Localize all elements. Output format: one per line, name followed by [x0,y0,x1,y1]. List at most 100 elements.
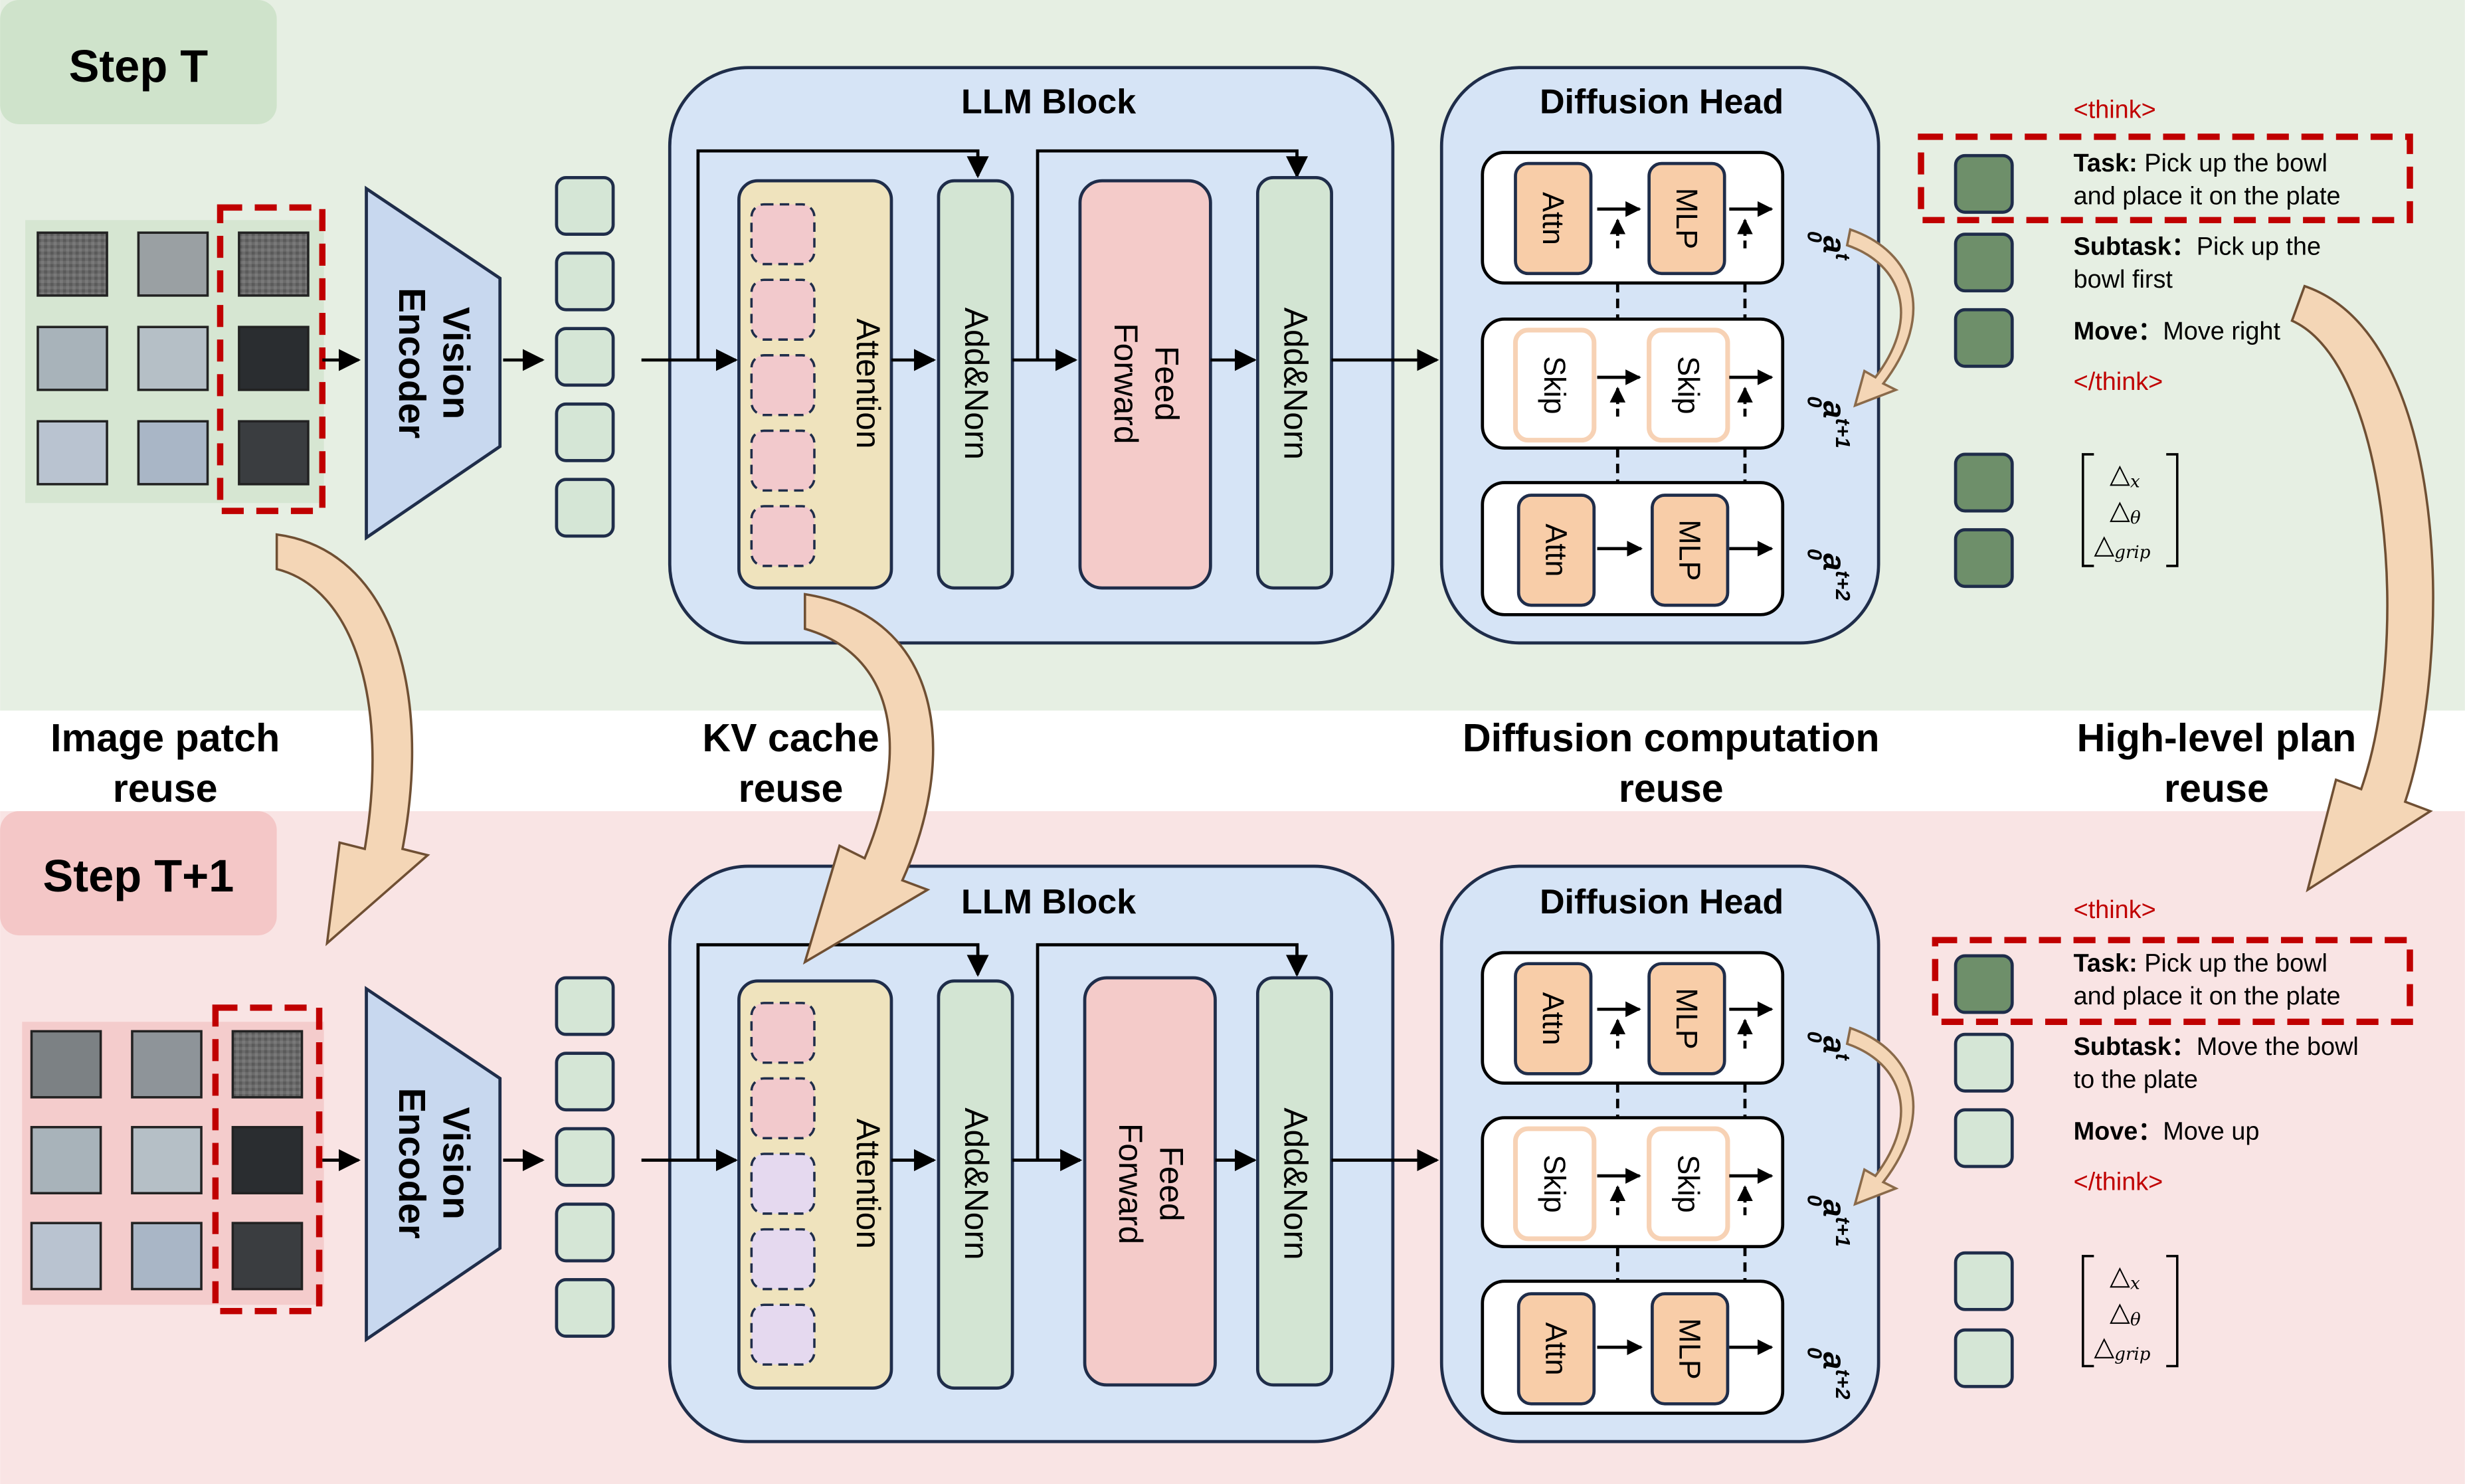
diffusion-head-title: Diffusion Head [1540,883,1783,921]
image-patch [37,325,108,391]
action-label: a 0 t [1803,231,1855,261]
svg-text:t: t [1831,253,1855,261]
add-norm-block-bottom-2 [1255,976,1333,1387]
skip-box [1512,1126,1597,1242]
svg-text:△x: △x [2110,459,2140,492]
plan-token [1954,452,2014,513]
diffusion-head-title: Diffusion Head [1540,82,1783,121]
svg-text:a: a [1816,1200,1851,1217]
svg-text:a: a [1816,1352,1851,1369]
mlp-box [1647,161,1726,276]
feed-forward-block-bottom [1083,976,1217,1387]
svg-text:0: 0 [1803,396,1827,407]
step-t1-label: Step T+1 [43,850,234,901]
token [555,402,615,462]
svg-text:t+2: t+2 [1831,1369,1855,1399]
plan-token [1954,308,2014,368]
feed-forward-label-top: Feed Forward [1107,323,1186,444]
feed-forward-line2: Forward [1112,1123,1149,1244]
image-patch [131,1030,203,1099]
svg-text:a: a [1816,401,1851,418]
attn-label: Attn [1536,192,1570,245]
think-open: <think> [2074,96,2156,124]
plan-token [1954,153,2014,214]
svg-text:△grip: △grip [2094,1331,2150,1364]
svg-text:△θ: △θ [2110,495,2141,528]
move-line: Move：Move right [2074,318,2281,345]
skip-box [1647,1126,1730,1242]
token [555,1052,615,1112]
image-patch [238,231,310,297]
kv-cache-reuse-arrow [802,593,935,965]
diffusion-reuse-arrow-bottom [1845,1026,1915,1206]
mlp-label: MLP [1670,988,1704,1049]
plan-token [1954,232,2014,293]
diffusion-reuse-arrow-top [1845,228,1915,408]
add-norm-block-bottom-1 [937,979,1014,1390]
step-t1-badge [0,811,277,936]
attn-box [1516,1292,1596,1406]
kv-cache-slots-bottom [750,1002,816,1366]
image-patch-reuse-line1: Image patch [50,715,280,760]
add-norm-label: Add&Norn [958,1107,995,1259]
action-label: a 0 t+1 [1803,1195,1855,1247]
add-norm-block-top-1 [937,179,1014,590]
task-highlight-bottom [1932,937,2413,1025]
action-label: a 0 t+2 [1803,549,1855,601]
image-patch [137,325,209,391]
image-patch [238,325,310,391]
think-open: <think> [2074,896,2156,924]
kv-slot-new [750,1153,816,1215]
kv-cache-reuse-line2: reuse [739,766,844,810]
diffusion-reuse-line2: reuse [1619,766,1724,810]
image-patch [231,1222,304,1291]
mlp-label: MLP [1673,519,1707,581]
reused-patch-highlight [212,1004,323,1315]
svg-text:a: a [1816,1036,1851,1054]
plan-reuse-line1: High-level plan [2077,715,2357,760]
image-patch [131,1126,203,1194]
kv-slot [750,278,816,341]
svg-text:a: a [1816,553,1851,571]
attn-box [1514,161,1593,276]
diffusion-reuse-line1: Diffusion computation [1463,715,1880,760]
add-norm-label: Add&Norn [1277,1107,1315,1259]
kv-slot [750,354,816,417]
svg-text:0: 0 [1803,231,1827,242]
plan-token-reused [1954,954,2014,1014]
plan-text-top: <think> Task: Pick up the bowl and place… [2074,96,2341,395]
image-patch [30,1030,102,1099]
token [555,251,615,312]
step-t-label: Step T [69,41,209,92]
plan-token [1954,1108,2014,1168]
kv-slot [750,505,816,567]
vision-encoder-top [365,185,502,541]
kv-slot-new [750,1303,816,1366]
attn-box [1516,494,1596,607]
vision-encoder-label-bottom: Vision Encoder [391,1088,476,1239]
image-patch-grid-top [25,204,326,514]
image-patch [37,420,108,486]
attn-label: Attn [1540,523,1574,577]
kv-slot [750,429,816,492]
image-patch [137,420,209,486]
vision-encoder-label-top: Vision Encoder [391,288,476,438]
llm-block-title: LLM Block [961,82,1136,121]
image-patch [137,231,209,297]
svg-text:t+1: t+1 [1831,418,1855,448]
kv-slot-new [750,1228,816,1291]
plan-text-bottom: <think> Task: Pick up the bowl and place… [2074,896,2359,1196]
add-norm-label: Add&Norn [1277,308,1315,460]
feed-forward-line1: Feed [1148,346,1186,421]
attn-label: Attn [1536,992,1570,1046]
svg-text:△x: △x [2110,1260,2140,1293]
add-norm-label: Add&Norn [958,308,995,460]
image-patch [131,1222,203,1291]
plan-tokens-bottom [1954,954,2014,1388]
kv-slot [750,203,816,266]
attn-label: Attn [1540,1322,1574,1375]
svg-text:t+2: t+2 [1831,571,1855,601]
token [555,478,615,538]
task-line1: Task: Pick up the bowl [2074,950,2328,978]
